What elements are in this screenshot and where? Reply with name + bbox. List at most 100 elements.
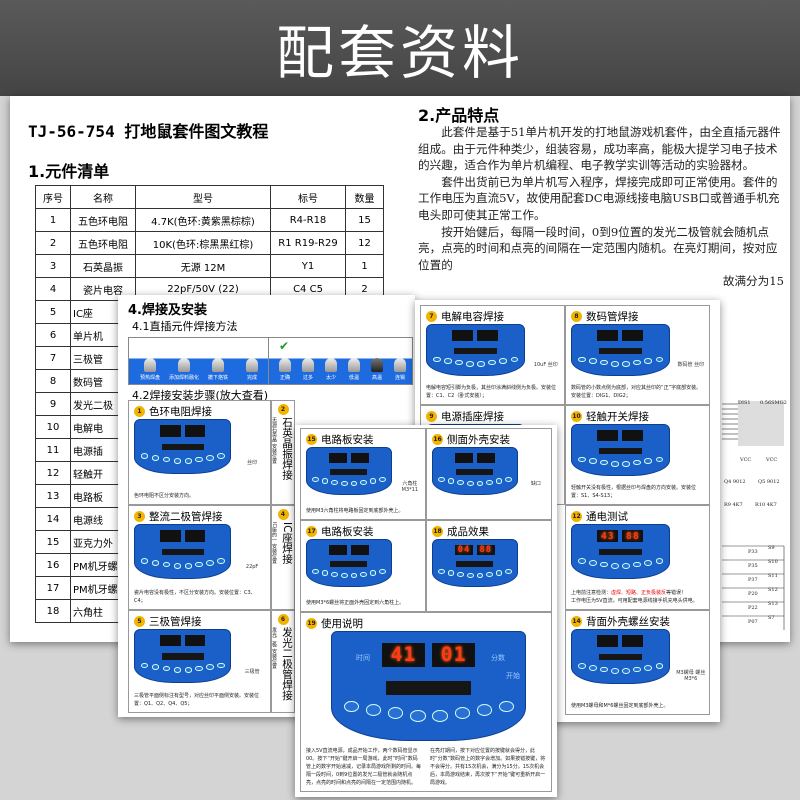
- microcontroller-chip: [599, 447, 642, 454]
- push-button-icon: [466, 361, 474, 367]
- board-label: 时间: [356, 654, 370, 662]
- usage-column: 接入5V直流电源，成品开始工作，两个数码管显示00。按下“开始”键开启一局游戏，…: [306, 748, 422, 786]
- solder-joint-icon: [144, 358, 156, 372]
- bom-cell: R1 R19-R29: [270, 231, 346, 255]
- step-title-text: 三极管焊接: [149, 616, 202, 628]
- push-button-icon: [365, 703, 382, 716]
- push-button-icon: [633, 561, 642, 568]
- seven-segment-display: [597, 330, 619, 341]
- step-number-badge: 10: [571, 411, 582, 422]
- pcb-image: [306, 447, 392, 495]
- schematic-label: P07: [748, 619, 758, 625]
- solder-joint-icon: [178, 358, 190, 372]
- features-text: 此套件是基于51单片机开发的打地鼠游戏机套件，由全直插元器件组成。由于元件种类少…: [418, 124, 784, 290]
- push-button-icon: [447, 570, 455, 576]
- microcontroller-chip: [330, 560, 368, 567]
- step-title: 10 轻触开关焊接: [566, 406, 709, 427]
- push-button-icon: [340, 573, 348, 579]
- microcontroller-chip: [599, 653, 642, 661]
- push-button-icon: [655, 456, 664, 463]
- push-button-icon: [140, 662, 149, 669]
- solder-section-heading: 4.焊接及安装: [128, 303, 207, 318]
- bom-cell: 5: [35, 300, 71, 324]
- push-button-icon: [360, 479, 367, 485]
- solder-step-label: 低温: [348, 375, 359, 381]
- section-bom-heading: 1.元件清单: [28, 162, 110, 181]
- solder-joint-icon: [348, 358, 360, 372]
- caption-text: 上电前注意检测：: [571, 590, 612, 596]
- push-button-icon: [350, 573, 358, 579]
- step-title-text: 使用说明: [321, 618, 363, 630]
- push-button-icon: [611, 361, 619, 367]
- usage-column: 在亮灯期间，按下对应位置的按键就会得分，此时“分数”数码管上的数字会增加。如果按…: [430, 748, 546, 786]
- push-button-icon: [466, 481, 474, 487]
- push-button-icon: [379, 569, 387, 575]
- schematic-label: R10 4K7: [755, 502, 777, 508]
- push-button-icon: [217, 558, 225, 565]
- step-title-text: 数码管焊接: [586, 311, 639, 323]
- seven-segment-display: [184, 530, 206, 542]
- bom-cell: 7: [35, 346, 71, 370]
- push-button-icon: [162, 456, 171, 463]
- bom-cell: 4.7K(色环:黄紫黑棕棕): [135, 208, 271, 232]
- step-number-badge: 15: [306, 434, 317, 445]
- push-button-icon: [495, 478, 503, 484]
- push-button-icon: [173, 458, 182, 464]
- push-button-icon: [505, 477, 513, 483]
- push-button-icon: [600, 459, 608, 466]
- step-caption: 使用M3六角柱将电路板固定到底部外壳上。: [306, 508, 404, 514]
- bom-cell: 数量: [345, 185, 384, 209]
- bom-cell: 序号: [35, 185, 71, 209]
- push-button-icon: [387, 707, 404, 719]
- strip-divider: [268, 338, 269, 384]
- seven-segment-display: 43: [597, 530, 619, 542]
- microcontroller-chip: [456, 468, 494, 475]
- microcontroller-chip: [161, 653, 204, 660]
- step-number-badge: 4: [277, 509, 289, 520]
- push-button-icon: [644, 358, 653, 364]
- bom-cell: 8: [35, 369, 71, 393]
- push-button-icon: [577, 663, 586, 670]
- step-title-text: 轻触开关焊接: [586, 411, 649, 423]
- push-button-icon: [644, 458, 653, 464]
- push-button-icon: [151, 559, 160, 566]
- bom-cell: 无源 12M: [135, 254, 271, 278]
- bom-cell: 12: [35, 461, 71, 485]
- push-button-icon: [655, 663, 664, 670]
- push-button-icon: [510, 356, 519, 363]
- step-number-badge: 12: [571, 511, 582, 522]
- seven-segment-display: [159, 425, 181, 437]
- microcontroller-chip: [454, 347, 497, 354]
- push-button-icon: [438, 477, 445, 483]
- step-caption: 色环电阻不区分安装方向。: [134, 493, 195, 499]
- step-number-badge: 19: [306, 618, 317, 629]
- step-title-text: 发光二极管焊接: [281, 627, 293, 701]
- features-paragraph: 按开始健后，每隔一段时间，0到9位置的发光二极管就会随机点亮，点亮的时间和点亮的…: [418, 224, 778, 272]
- solder-step-label: 撤下烙铁: [207, 375, 228, 381]
- push-button-icon: [140, 453, 149, 460]
- push-button-icon: [644, 559, 653, 566]
- push-button-icon: [577, 356, 586, 363]
- push-button-icon: [151, 664, 160, 670]
- push-button-icon: [577, 456, 586, 463]
- step-title-text: 电解电容焊接: [441, 311, 504, 323]
- step-number-badge: 16: [432, 434, 443, 445]
- seven-segment-display: 04: [454, 544, 474, 555]
- step-caption: 上电前注意检测：虚焊、短路、正负极装反等错误！工作电压为5V直流，可用配套电源线…: [571, 589, 704, 605]
- push-button-icon: [443, 358, 452, 364]
- push-button-icon: [486, 571, 493, 577]
- push-button-icon: [162, 665, 171, 672]
